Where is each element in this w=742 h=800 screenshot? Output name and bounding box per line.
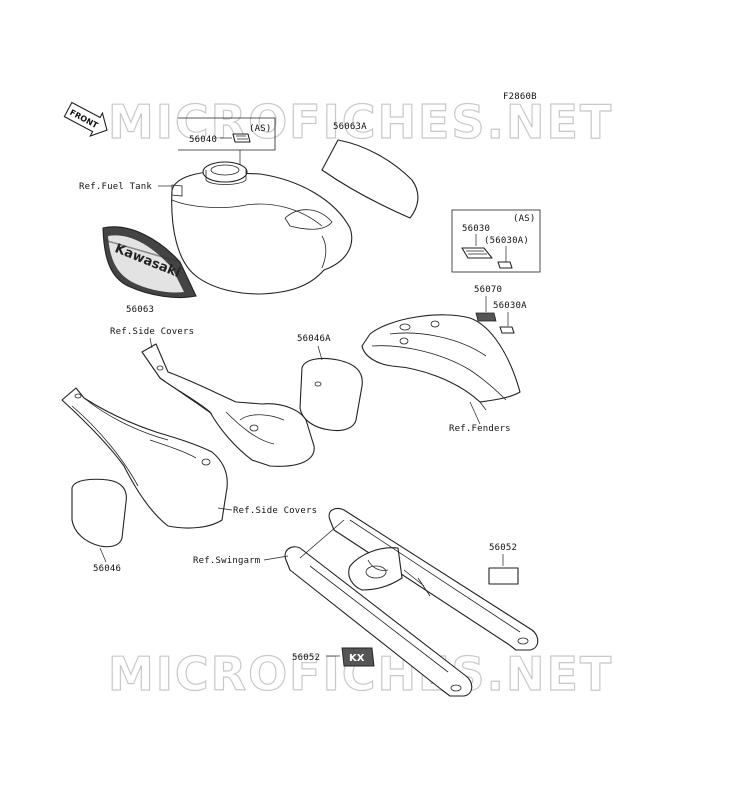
label-56040: 56040 [189, 135, 217, 145]
kx-logo-text: KX [349, 653, 365, 664]
plate-56046A [299, 357, 363, 432]
watermark-top: MICROFICHES.NET [108, 95, 613, 149]
label-ref-side-covers-top: Ref.Side Covers [110, 327, 194, 337]
label-ref-fuel-tank: Ref.Fuel Tank [79, 182, 152, 192]
label-56070: 56070 [474, 285, 502, 295]
label-56052-top: 56052 [489, 543, 517, 553]
figure-code: F2860B [503, 92, 537, 102]
decal-56030A-small [497, 261, 513, 269]
label-56030: 56030 [462, 224, 490, 234]
fuel-tank [171, 161, 353, 295]
label-56046: 56046 [93, 564, 121, 574]
decal-56030A [499, 326, 515, 334]
side-cover-upper [141, 343, 315, 467]
label-56063A: 56063A [333, 122, 367, 132]
decal-56030 [461, 247, 493, 259]
label-ref-fenders: Ref.Fenders [449, 424, 511, 434]
front-fender [361, 314, 521, 411]
callout-56030: (AS) 56030 (56030A) [451, 209, 541, 273]
label-56030A: 56030A [493, 301, 527, 311]
label-56052-bottom: 56052 [292, 653, 320, 663]
swingarm [284, 507, 539, 697]
plate-56046 [71, 478, 127, 548]
decal-56070 [475, 312, 497, 322]
label-56030A-paren: (56030A) [484, 236, 529, 246]
label-56063: 56063 [126, 305, 154, 315]
decal-56052-kx: KX [341, 647, 375, 667]
label-ref-swingarm: Ref.Swingarm [193, 556, 260, 566]
side-cover-lower [61, 387, 228, 529]
label-ref-side-covers-bottom: Ref.Side Covers [233, 506, 317, 516]
decal-56040 [232, 133, 251, 143]
front-arrow-icon: FRONT [63, 101, 108, 138]
callout-56040: (AS) 56040 [178, 117, 276, 188]
label-56046A: 56046A [297, 334, 331, 344]
label-56040-as: (AS) [249, 124, 271, 134]
decal-56052-top [488, 567, 519, 585]
decal-56063A [321, 139, 419, 219]
label-56030-as: (AS) [513, 214, 535, 224]
